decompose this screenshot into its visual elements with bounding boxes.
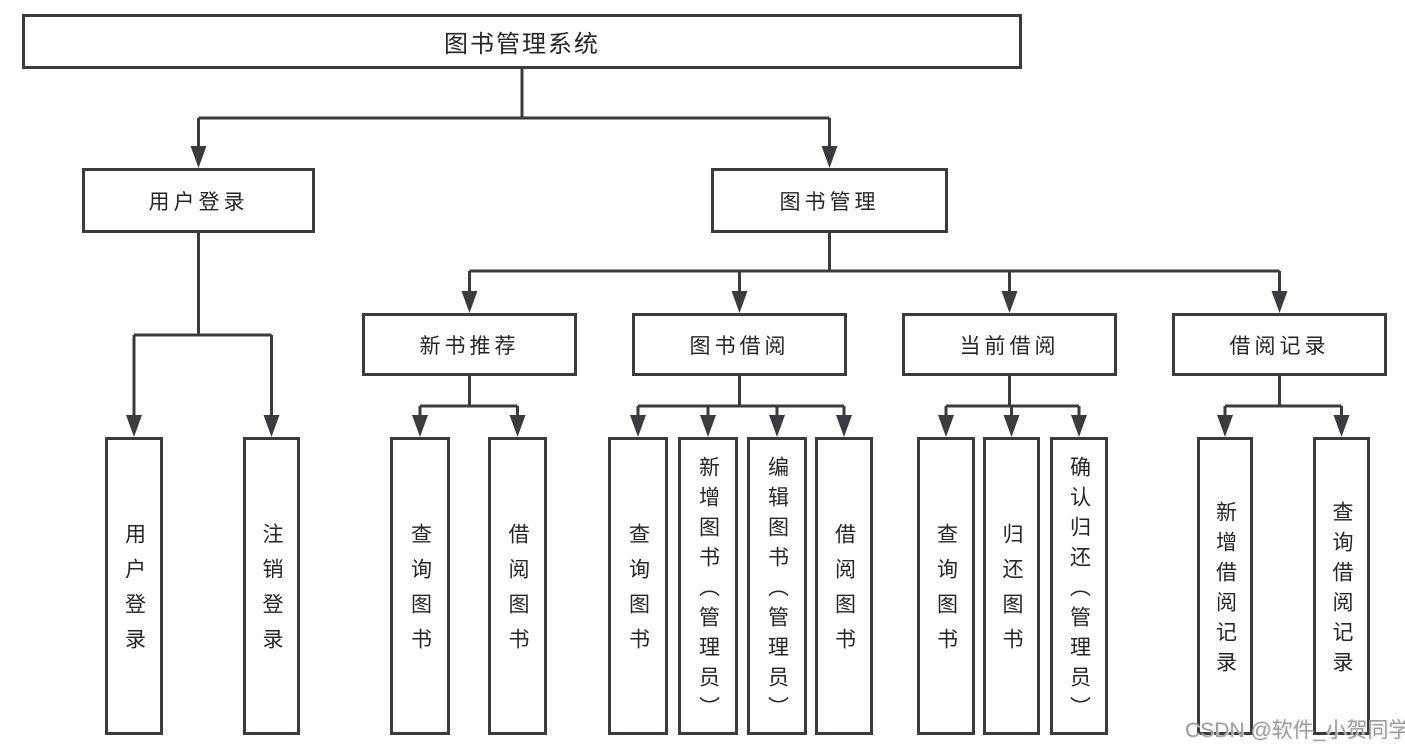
- node-label: 确认归还（管理员）: [1067, 455, 1091, 726]
- node-book-management: 图书管理: [711, 168, 948, 233]
- node-label: 新增图书（管理员）: [696, 455, 720, 726]
- arrow-down-icon: [731, 291, 748, 313]
- node-leaf-return-books: 归还图书: [983, 437, 1040, 735]
- node-label: 查询图书: [934, 523, 958, 663]
- arrow-down-icon: [509, 415, 526, 437]
- node-leaf-query-books-2: 查询图书: [608, 437, 668, 735]
- node-book-borrowing: 图书借阅: [632, 313, 847, 376]
- node-leaf-user-login: 用户登录: [105, 437, 163, 735]
- node-borrowing-records: 借阅记录: [1172, 313, 1387, 376]
- node-label: 编辑图书（管理员）: [765, 455, 789, 726]
- arrow-down-icon: [461, 291, 478, 313]
- arrow-down-icon: [1333, 415, 1350, 437]
- arrow-down-icon: [630, 415, 646, 437]
- node-leaf-query-borrow-record: 查询借阅记录: [1313, 437, 1370, 735]
- node-user-login: 用户登录: [82, 168, 315, 233]
- arrow-down-icon: [1001, 291, 1018, 313]
- node-new-book-recommend: 新书推荐: [362, 313, 577, 376]
- arrow-down-icon: [1071, 415, 1087, 437]
- connector-book-borrow-to-leaves: [630, 376, 852, 437]
- node-label: 图书管理: [779, 190, 880, 214]
- node-leaf-borrow-books-1: 借阅图书: [488, 437, 547, 735]
- node-label: 新书推荐: [419, 334, 520, 358]
- node-label: 用户登录: [148, 190, 249, 214]
- connector-borrow-records-to-leaves: [1217, 376, 1350, 437]
- node-leaf-confirm-return-admin: 确认归还（管理员）: [1050, 437, 1108, 735]
- node-label: 借阅图书: [832, 523, 856, 663]
- arrow-down-icon: [836, 415, 852, 437]
- arrow-down-icon: [1217, 415, 1233, 437]
- node-label: 用户登录: [122, 523, 146, 663]
- watermark: CSDN @软件_小贺同学: [1185, 719, 1405, 742]
- node-leaf-edit-books-admin: 编辑图书（管理员）: [747, 437, 807, 735]
- node-leaf-logout: 注销登录: [243, 437, 300, 735]
- node-label: 查询借阅记录: [1330, 500, 1353, 681]
- arrow-down-icon: [769, 415, 785, 437]
- connector-current-borrow-to-leaves: [938, 376, 1087, 437]
- arrow-down-icon: [1271, 291, 1288, 313]
- connector-book-mgmt-to-level3: [461, 233, 1288, 313]
- arrow-down-icon: [190, 146, 207, 168]
- connector-user-login-to-leaves: [126, 233, 280, 437]
- node-label: 新增借阅记录: [1213, 500, 1237, 681]
- connector-new-book-rec-to-leaves: [412, 376, 526, 437]
- node-label: 借阅图书: [506, 523, 529, 663]
- node-label: 图书管理系统: [444, 31, 600, 58]
- node-label: 查询图书: [408, 523, 432, 663]
- node-leaf-add-borrow-record: 新增借阅记录: [1197, 437, 1253, 735]
- node-label: 借阅记录: [1229, 334, 1330, 358]
- arrow-down-icon: [700, 415, 716, 437]
- arrow-down-icon: [1003, 415, 1020, 437]
- connector-root-to-level2: [190, 67, 838, 168]
- node-leaf-borrow-books-2: 借阅图书: [815, 437, 873, 735]
- arrow-down-icon: [263, 415, 280, 437]
- node-current-borrowing: 当前借阅: [902, 313, 1117, 376]
- node-label: 图书借阅: [689, 334, 790, 358]
- node-label: 归还图书: [1000, 523, 1023, 663]
- node-label: 查询图书: [626, 523, 650, 663]
- arrow-down-icon: [821, 146, 838, 168]
- node-leaf-query-books-3: 查询图书: [917, 437, 975, 735]
- arrow-down-icon: [126, 415, 142, 437]
- node-library-management-system: 图书管理系统: [22, 14, 1022, 69]
- node-label: 注销登录: [260, 523, 283, 663]
- arrow-down-icon: [412, 415, 428, 437]
- node-leaf-add-books-admin: 新增图书（管理员）: [678, 437, 738, 735]
- arrow-down-icon: [938, 415, 954, 437]
- node-leaf-query-books-1: 查询图书: [390, 437, 450, 735]
- node-label: 当前借阅: [959, 334, 1060, 358]
